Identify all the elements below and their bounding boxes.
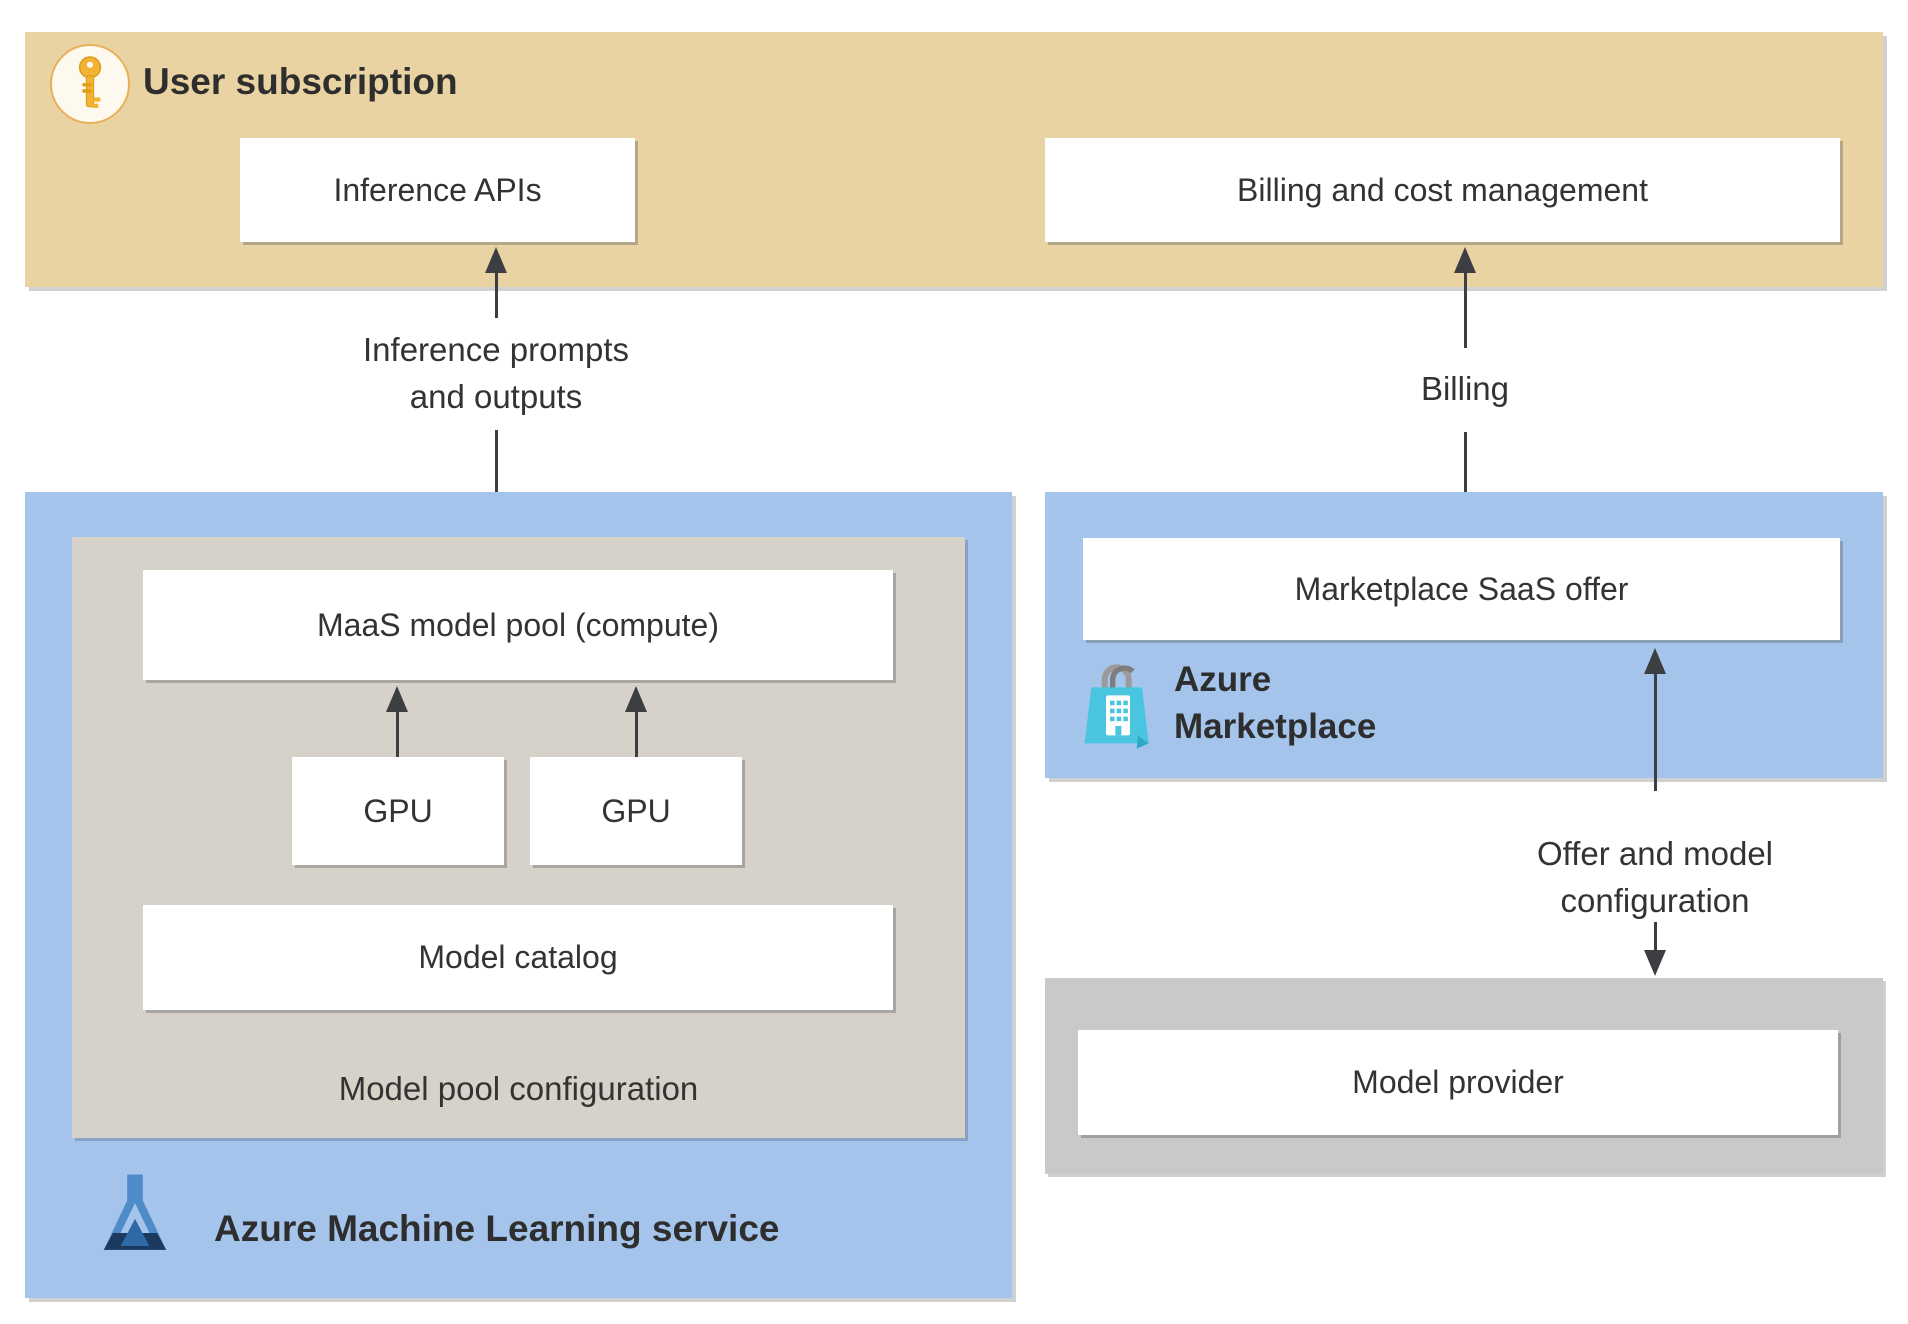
model-pool-configuration-label: Model pool configuration — [338, 1070, 699, 1107]
marketplace-saas-offer-label: Marketplace SaaS offer — [1294, 570, 1629, 607]
billing-edge-label: Billing — [1420, 370, 1510, 407]
model-provider-label: Model provider — [1352, 1064, 1564, 1100]
billing-cost-management-box: Billing and cost management — [1045, 138, 1840, 242]
inference-apis-label: Inference APIs — [333, 171, 542, 208]
offer-edge-label: Offer and model configuration — [1536, 835, 1774, 919]
marketplace-bag-icon — [1078, 660, 1158, 757]
model-provider-box: Model provider — [1078, 1030, 1838, 1135]
azure-ml-icon — [96, 1170, 174, 1275]
marketplace-saas-offer-box: Marketplace SaaS offer — [1083, 538, 1840, 640]
azure-marketplace-title: Azure Marketplace — [1174, 660, 1377, 746]
user-subscription-title: User subscription — [143, 61, 458, 102]
marketplace-bag-glyph — [1084, 664, 1149, 749]
azure-ml-service-title: Azure Machine Learning service — [214, 1208, 780, 1249]
key-icon-glyph — [78, 56, 102, 108]
maas-model-pool-label: MaaS model pool (compute) — [317, 606, 719, 643]
gpu-label-1: GPU — [363, 792, 433, 829]
maas-model-pool-box: MaaS model pool (compute) — [143, 570, 893, 680]
azure-ml-flask-glyph — [103, 1174, 167, 1250]
inference-apis-box: Inference APIs — [240, 138, 635, 242]
model-catalog-label: Model catalog — [418, 939, 618, 975]
inference-edge-label: Inference prompts and outputs — [363, 331, 629, 415]
gpu-label-2: GPU — [601, 792, 671, 829]
key-icon — [50, 44, 130, 124]
gpu-box-1: GPU — [292, 757, 504, 865]
model-catalog-box: Model catalog — [143, 905, 893, 1010]
gpu-box-2: GPU — [530, 757, 742, 865]
billing-cost-management-label: Billing and cost management — [1237, 171, 1648, 208]
